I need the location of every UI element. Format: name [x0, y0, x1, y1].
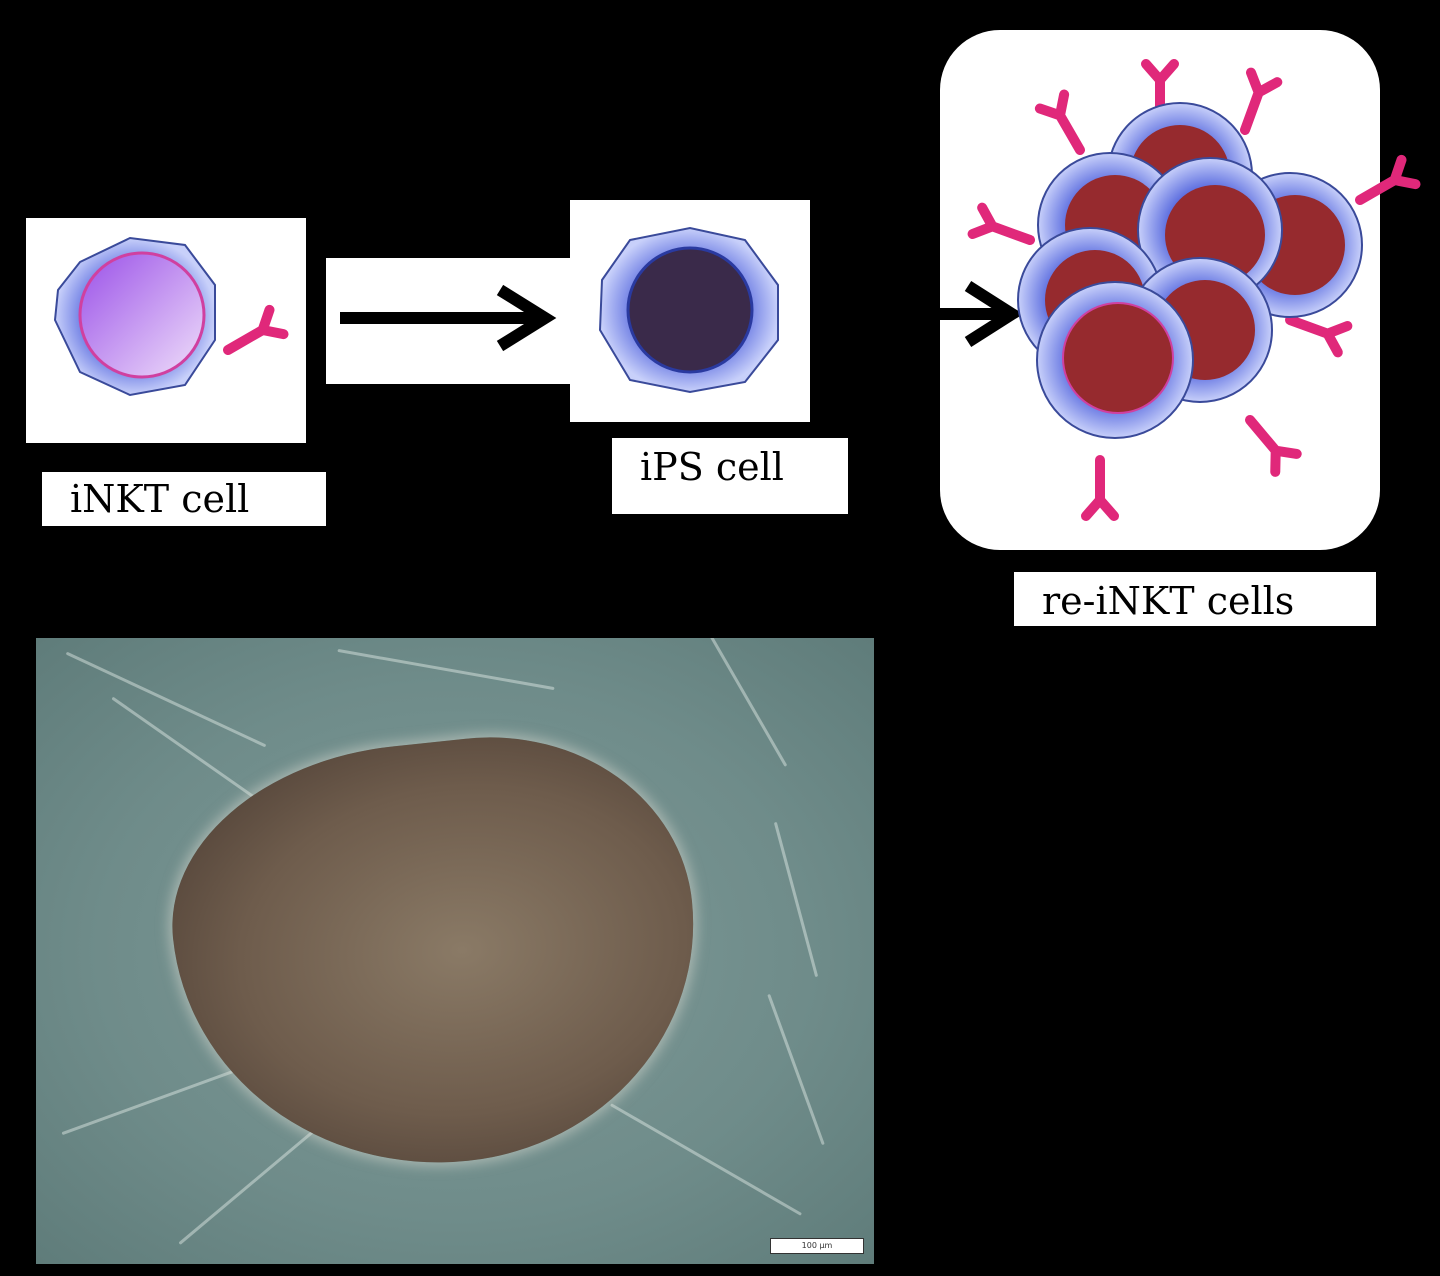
ips-colony-micrograph: 100 µm: [36, 638, 874, 1264]
arrow-right-icon: [340, 284, 557, 352]
diagram-graphics: [53, 0, 1440, 640]
ips-cell-icon: [598, 226, 779, 394]
scale-bar: 100 µm: [770, 1238, 864, 1254]
inkt-cell-icon: [53, 236, 283, 397]
inkt-cell-label: iNKT cell: [42, 472, 326, 526]
re-inkt-cells-icon: [973, 64, 1416, 516]
re-inkt-cells-label: re-iNKT cells: [1014, 572, 1376, 626]
arrow-right-icon: [810, 280, 1024, 348]
ips-cell-label: iPS cell: [612, 438, 848, 514]
